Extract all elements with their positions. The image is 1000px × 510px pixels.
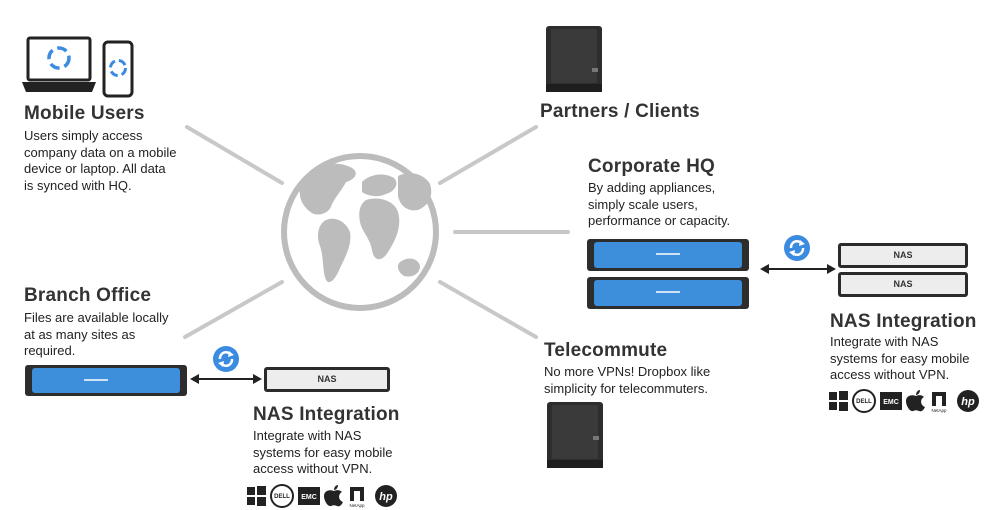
tower-server-icon [547,402,603,468]
netapp-logo-icon: NetApp [931,392,947,413]
nas-device: NAS [838,272,968,297]
svg-text:NetApp: NetApp [349,503,365,508]
double-arrow-icon [760,264,836,274]
rack-appliance-icon [25,365,187,396]
connector-partners [438,125,538,185]
telecommute-description: No more VPNs! Dropbox like simplicity fo… [544,364,711,396]
svg-text:DELL: DELL [274,494,290,500]
svg-text:DELL: DELL [856,399,872,405]
corporate-hq-title: Corporate HQ [588,156,715,177]
hp-logo-icon: hp [375,485,397,507]
apple-logo-icon [906,390,925,412]
dell-logo-icon: DELL [270,484,294,508]
partners-clients-title: Partners / Clients [540,101,700,122]
emc-logo-icon: EMC [298,487,320,505]
svg-text:hp: hp [961,396,975,408]
sync-icon [213,346,239,372]
branch-office-description: Files are available locally at as many s… [24,310,169,358]
tower-server-icon [546,26,602,92]
svg-text:NetApp: NetApp [931,408,947,413]
branch-office-title: Branch Office [24,285,152,306]
netapp-logo-icon: NetApp [349,487,365,508]
nas-integration-right-title: NAS Integration [830,311,977,332]
double-arrow-icon [190,374,262,384]
connector-telecommute [438,280,538,339]
hq-rack-appliances [587,239,749,309]
windows-logo-icon [829,391,848,411]
svg-text:EMC: EMC [883,399,899,406]
rack-appliance-icon [587,239,749,271]
corporate-hq-description: By adding appliances, simply scale users… [588,180,731,228]
dell-logo-icon: DELL [852,389,876,413]
connector-branch-office [183,280,284,339]
mobile-users-description: Users simply access company data on a mo… [24,128,177,193]
svg-text:EMC: EMC [301,494,317,501]
nas-integration-left-description: Integrate with NAS systems for easy mobi… [253,428,393,476]
apple-logo-icon [324,485,343,507]
telecommute-title: Telecommute [544,340,668,361]
nas-device: NAS [264,367,390,392]
nas-device: NAS [838,243,968,268]
rack-appliance-icon [587,277,749,309]
emc-logo-icon: EMC [880,392,902,410]
vendor-logos-left: DELL EMC NetApp hp [247,484,397,508]
globe-icon [281,153,439,311]
sync-icon [784,235,810,261]
windows-logo-icon [247,486,266,506]
nas-integration-left-title: NAS Integration [253,404,400,425]
hp-logo-icon: hp [957,390,979,412]
vendor-logos-right: DELL EMC NetApp hp [829,389,979,413]
mobile-users-title: Mobile Users [24,103,145,124]
connector-mobile-users [185,125,284,185]
svg-text:hp: hp [379,491,393,503]
laptop-phone-icon [22,36,134,98]
nas-integration-right-description: Integrate with NAS systems for easy mobi… [830,334,970,382]
